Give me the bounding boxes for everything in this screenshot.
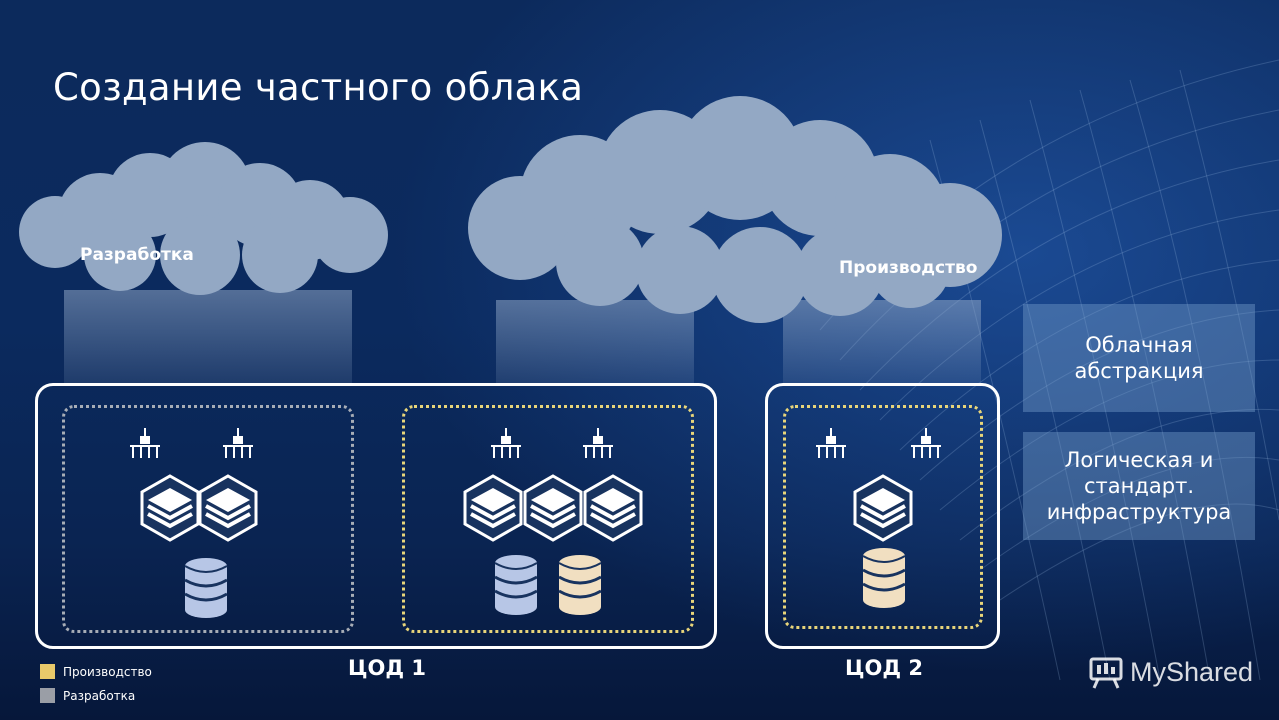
panel-line: абстракция: [1074, 359, 1204, 383]
brand-watermark: MyShared: [1088, 654, 1253, 690]
prod-cloud-shape: [468, 96, 1002, 323]
storage-dev-icon: [493, 553, 539, 617]
storage-dev-icon: [183, 556, 229, 620]
cloud-abstraction-panel: Облачная абстракция: [1023, 304, 1255, 412]
server-icon: [523, 474, 583, 542]
infrastructure-panel: Логическая и стандарт. инфраструктура: [1023, 432, 1255, 540]
server-icon: [583, 474, 643, 542]
panel-line: Логическая и: [1064, 447, 1214, 472]
legend-label: Производство: [63, 664, 152, 679]
legend-swatch: [40, 688, 55, 703]
prod-cloud-beam-right: [783, 300, 981, 383]
presentation-board-icon: [1089, 657, 1123, 689]
network-switch-icon: [582, 427, 614, 459]
legend-swatch: [40, 664, 55, 679]
dc1-prod-pool: [402, 405, 694, 633]
network-switch-icon: [490, 427, 522, 459]
network-switch-icon: [129, 427, 161, 459]
server-icon: [853, 474, 913, 542]
server-icon: [140, 474, 200, 542]
legend-label: Разработка: [63, 688, 136, 703]
dc1-dev-pool: [62, 405, 354, 633]
server-icon: [463, 474, 523, 542]
dc2-prod-pool: [783, 405, 983, 629]
network-switch-icon: [222, 427, 254, 459]
network-switch-icon: [910, 427, 942, 459]
dc1-frame: [35, 383, 717, 649]
dev-cloud-label: Разработка: [80, 245, 194, 265]
prod-cloud-beam-left: [496, 300, 694, 383]
dev-cloud-shape: [19, 142, 388, 295]
server-icon: [198, 474, 258, 542]
prod-cloud-label: Производство: [839, 258, 978, 278]
dc2-label: ЦОД 2: [845, 656, 923, 680]
legend-item-development: Разработка: [40, 688, 135, 703]
network-switch-icon: [815, 427, 847, 459]
panel-line: стандарт.: [1083, 473, 1194, 498]
panel-line: инфраструктура: [1046, 500, 1232, 525]
storage-prod-icon: [557, 553, 603, 617]
storage-prod-icon: [861, 546, 907, 610]
page-title: Создание частного облака: [53, 66, 584, 109]
dev-cloud-beam: [64, 290, 352, 383]
dc1-label: ЦОД 1: [348, 656, 426, 680]
dc2-frame: [765, 383, 1000, 649]
panel-line: Облачная: [1085, 332, 1193, 357]
legend-item-production: Производство: [40, 664, 152, 679]
brand-name: MyShared: [1130, 656, 1254, 687]
